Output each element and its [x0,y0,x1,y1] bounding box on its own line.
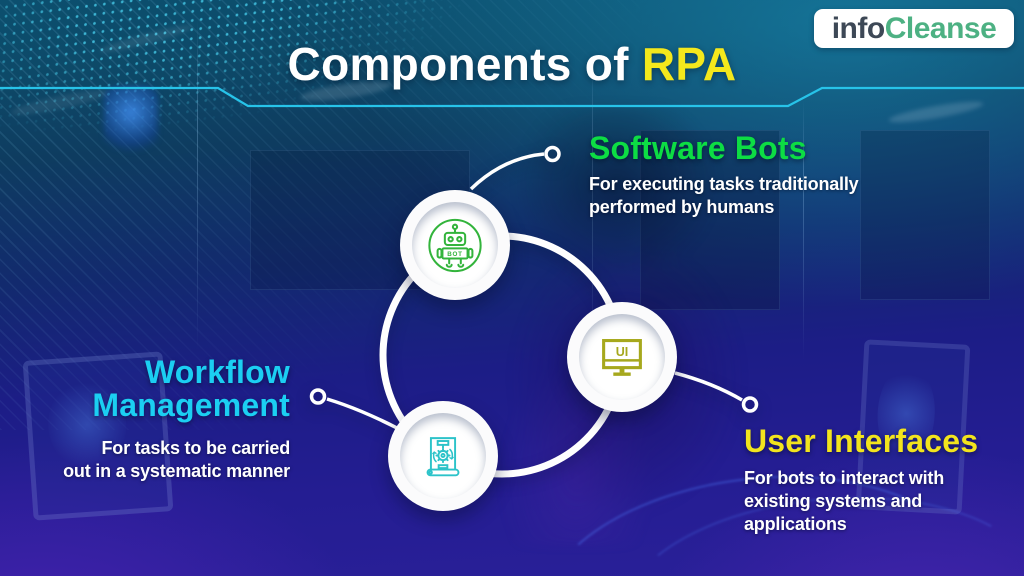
node-workflow-management [388,401,498,511]
logo-text-info: info [831,11,885,45]
background-glow-blob [104,86,158,152]
node-user-interfaces: UI [567,302,677,412]
software-bots-heading: Software Bots [589,130,807,166]
page-title: Components of RPA [0,38,1024,90]
title-prefix: Components of [287,38,642,90]
workflow-management-description: For tasks to be carried out in a systema… [63,438,290,481]
user-interfaces-heading: User Interfaces [744,423,979,459]
robot-icon-bot-label: BOT [447,251,463,258]
workflow-document-gear-icon [426,437,460,477]
component-user-interfaces: User Interfaces For bots to interact wit… [744,423,1004,536]
component-software-bots: Software Bots For executing tasks tradit… [589,130,919,219]
ui-icon-label: UI [616,345,629,359]
node-software-bots: BOT [400,190,510,300]
background-vertical-line [803,100,804,360]
title-highlight: RPA [641,38,737,90]
connector-endpoint-user-interfaces [741,396,759,413]
ui-monitor-icon: UI [602,339,642,376]
software-bots-description: For executing tasks traditionally perfor… [589,174,859,217]
robot-bot-icon: BOT [428,218,482,273]
component-workflow-management: Workflow Management For tasks to be carr… [0,356,290,483]
logo-text-cleanse: Cleanse [884,11,997,45]
background-swoosh [887,97,985,127]
background-screen-panel [860,130,990,300]
workflow-management-heading: Workflow Management [92,354,290,423]
background-vertical-line [197,20,198,350]
user-interfaces-description: For bots to interact with existing syste… [744,468,944,534]
connector-user-interfaces [674,371,743,402]
